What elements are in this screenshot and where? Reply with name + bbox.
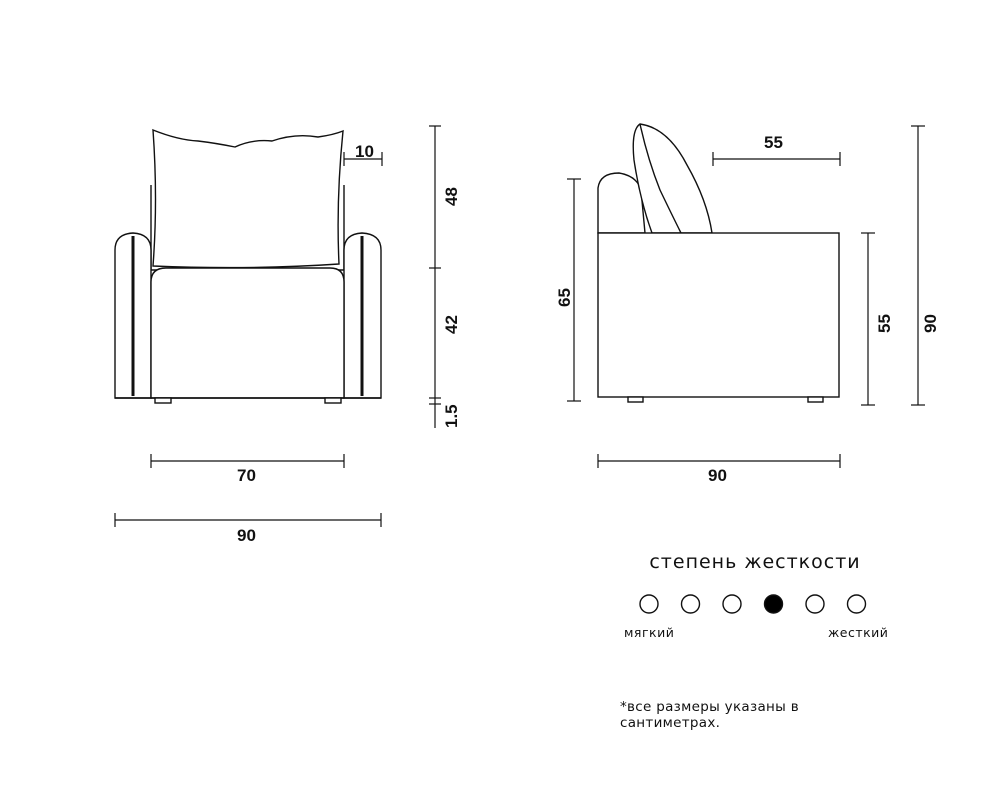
front-left-foot [154,397,172,404]
firmness-dot [805,594,825,614]
firmness-min-label: мягкий [624,625,675,640]
firmness-dot [846,594,867,614]
dim-pillow-depth: 10 [355,142,374,161]
front-right-foot [324,397,342,404]
front-view: 10 48 42 1.5 70 90 [114,125,461,545]
firmness-dot-selected [763,594,784,614]
dim-arm-height: 65 [555,288,574,307]
dim-inner-width: 70 [237,466,256,485]
side-back-foot [807,396,824,403]
seat-cushion [150,267,345,399]
dim-seat-height: 42 [442,315,461,334]
dim-body-height: 55 [875,314,894,333]
dim-total-height: 90 [921,314,940,333]
units-note: *все размеры указаны в сантиметрах. [620,699,799,731]
dim-total-depth: 90 [708,466,727,485]
firmness-dot [722,594,742,614]
firmness-dot [639,594,659,614]
firmness-title: степень жесткости [649,551,861,573]
side-front-foot [627,396,644,403]
firmness-max-label: жесткий [828,625,889,640]
dim-back-height: 48 [442,187,461,206]
firmness-scale [639,594,867,614]
dim-seat-depth: 55 [764,133,783,152]
side-view: 55 65 55 90 90 [555,123,940,485]
back-pillow [152,128,344,269]
side-body [597,232,840,398]
firmness-dot [680,594,701,614]
dim-leg-height: 1.5 [442,404,461,428]
dim-total-width: 90 [237,526,256,545]
